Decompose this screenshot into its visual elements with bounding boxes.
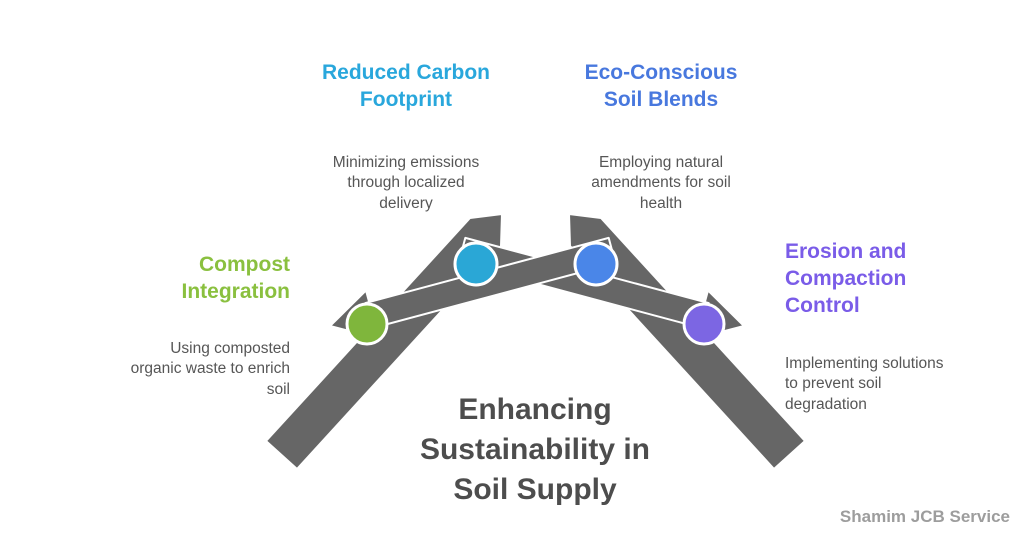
item-eco-conscious-soil-blends: Eco-Conscious Soil Blends Employing natu… xyxy=(551,42,771,233)
item-reduced-carbon-footprint: Reduced Carbon Footprint Minimizing emis… xyxy=(296,42,516,233)
mountain-right-leg xyxy=(568,213,806,470)
node-circle-eco xyxy=(573,241,619,287)
node-circle-erosion xyxy=(682,302,726,346)
item-description: Implementing solutions to prevent soil d… xyxy=(785,354,944,413)
item-erosion-compaction-control: Erosion and Compaction Control Implement… xyxy=(785,221,1000,433)
item-description: Using composted organic waste to enrich … xyxy=(130,339,290,398)
item-heading: Eco-Conscious Soil Blends xyxy=(584,61,738,111)
item-description: Minimizing emissions through localized d… xyxy=(332,153,480,212)
item-heading: Reduced Carbon Footprint xyxy=(321,61,491,111)
item-compost-integration: Compost Integration Using composted orga… xyxy=(90,234,290,419)
item-heading: Compost Integration xyxy=(181,253,291,303)
node-circle-carbon xyxy=(453,241,499,287)
mountain-left-leg xyxy=(265,213,503,470)
node-circle-compost xyxy=(345,302,389,346)
brand-watermark: Shamim JCB Service xyxy=(839,507,1010,526)
item-description: Employing natural amendments for soil he… xyxy=(591,153,731,212)
item-heading: Erosion and Compaction Control xyxy=(785,240,907,317)
page-title: Enhancing Sustainability in Soil Supply xyxy=(419,393,651,507)
